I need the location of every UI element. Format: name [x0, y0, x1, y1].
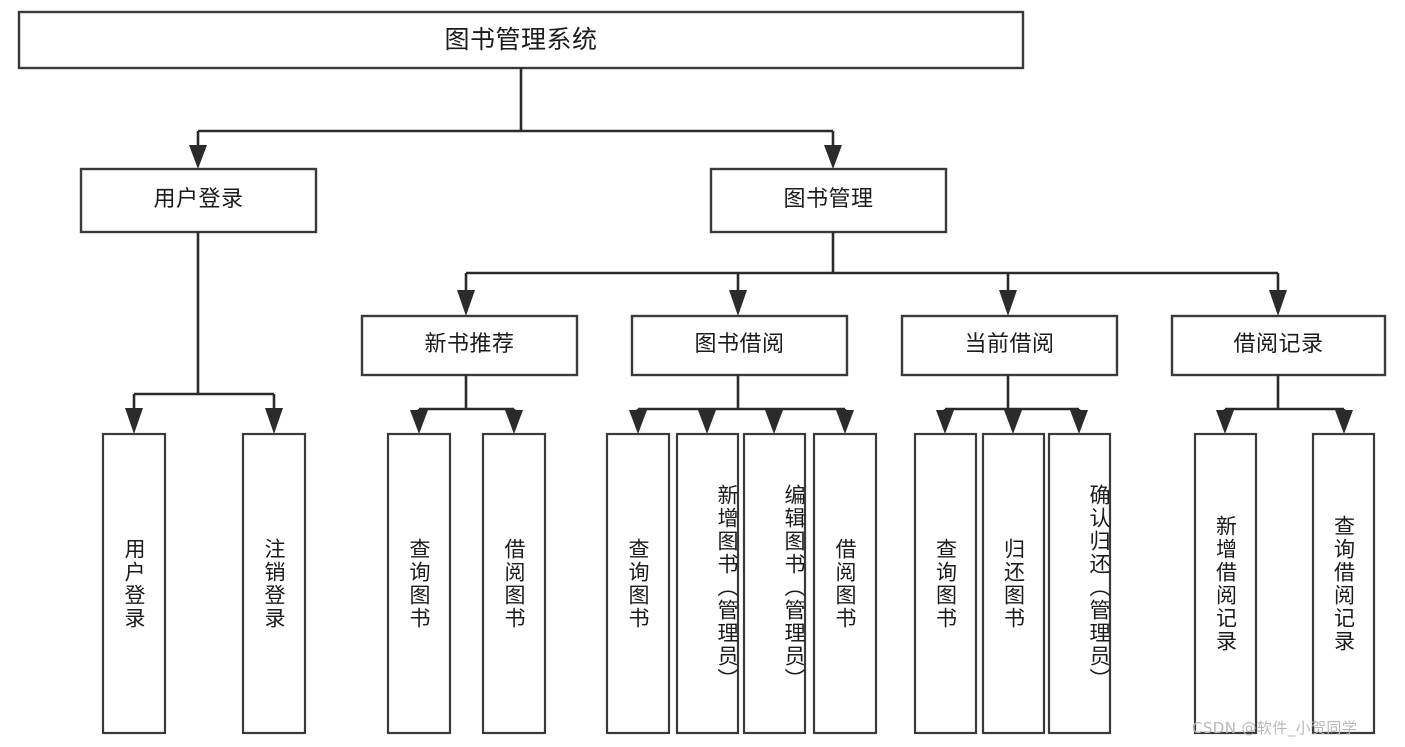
arrow-bookborrow-leaf-2: [698, 410, 716, 434]
arrow-manage-to-l3-1: [457, 290, 475, 316]
leaf-box-current-borrow-3[interactable]: [1047, 432, 1112, 735]
node-user-login-box[interactable]: [79, 167, 318, 234]
node-root-box[interactable]: [17, 10, 1025, 70]
leaf-box-new-book-1[interactable]: [386, 432, 452, 735]
arrow-currentborrow-leaf-3: [1070, 410, 1088, 434]
leaf-box-user-login-1[interactable]: [101, 432, 167, 735]
leaf-box-new-book-2[interactable]: [481, 432, 547, 735]
leaf-box-borrow-record-2[interactable]: [1311, 432, 1376, 735]
arrow-borrowrecord-leaf-1: [1216, 410, 1234, 434]
arrow-login-to-leaf-2: [265, 408, 283, 434]
arrow-manage-to-l3-4: [1269, 290, 1287, 316]
arrow-bookborrow-leaf-4: [836, 410, 854, 434]
leaf-box-book-borrow-3[interactable]: [742, 432, 807, 735]
leaf-box-book-borrow-2[interactable]: [675, 432, 740, 735]
leaf-box-book-borrow-1[interactable]: [605, 432, 671, 735]
node-book-manage-box[interactable]: [709, 167, 948, 234]
arrow-login-to-leaf-1: [125, 408, 143, 434]
arrow-borrowrecord-leaf-2: [1335, 410, 1353, 434]
arrow-currentborrow-leaf-2: [1004, 410, 1022, 434]
leaf-box-current-borrow-1[interactable]: [913, 432, 978, 735]
arrow-manage-to-l3-2: [729, 290, 747, 316]
node-borrow-record-box[interactable]: [1170, 314, 1387, 377]
node-new-book-box[interactable]: [360, 314, 579, 377]
arrow-bookborrow-leaf-1: [629, 410, 647, 434]
node-book-borrow-box[interactable]: [630, 314, 849, 377]
arrow-bookborrow-leaf-3: [765, 410, 783, 434]
arrow-newbook-leaf-1: [410, 410, 428, 434]
leaf-box-book-borrow-4[interactable]: [812, 432, 878, 735]
arrow-manage-to-l3-3: [999, 290, 1017, 316]
leaf-box-current-borrow-2[interactable]: [981, 432, 1046, 735]
leaf-box-borrow-record-1[interactable]: [1193, 432, 1258, 735]
arrow-currentborrow-leaf-1: [936, 410, 954, 434]
node-current-borrow-box[interactable]: [900, 314, 1119, 377]
arrow-root-to-manage: [824, 145, 842, 169]
leaf-box-user-login-2[interactable]: [241, 432, 307, 735]
arrow-root-to-login: [189, 145, 207, 169]
arrow-newbook-leaf-2: [505, 410, 523, 434]
